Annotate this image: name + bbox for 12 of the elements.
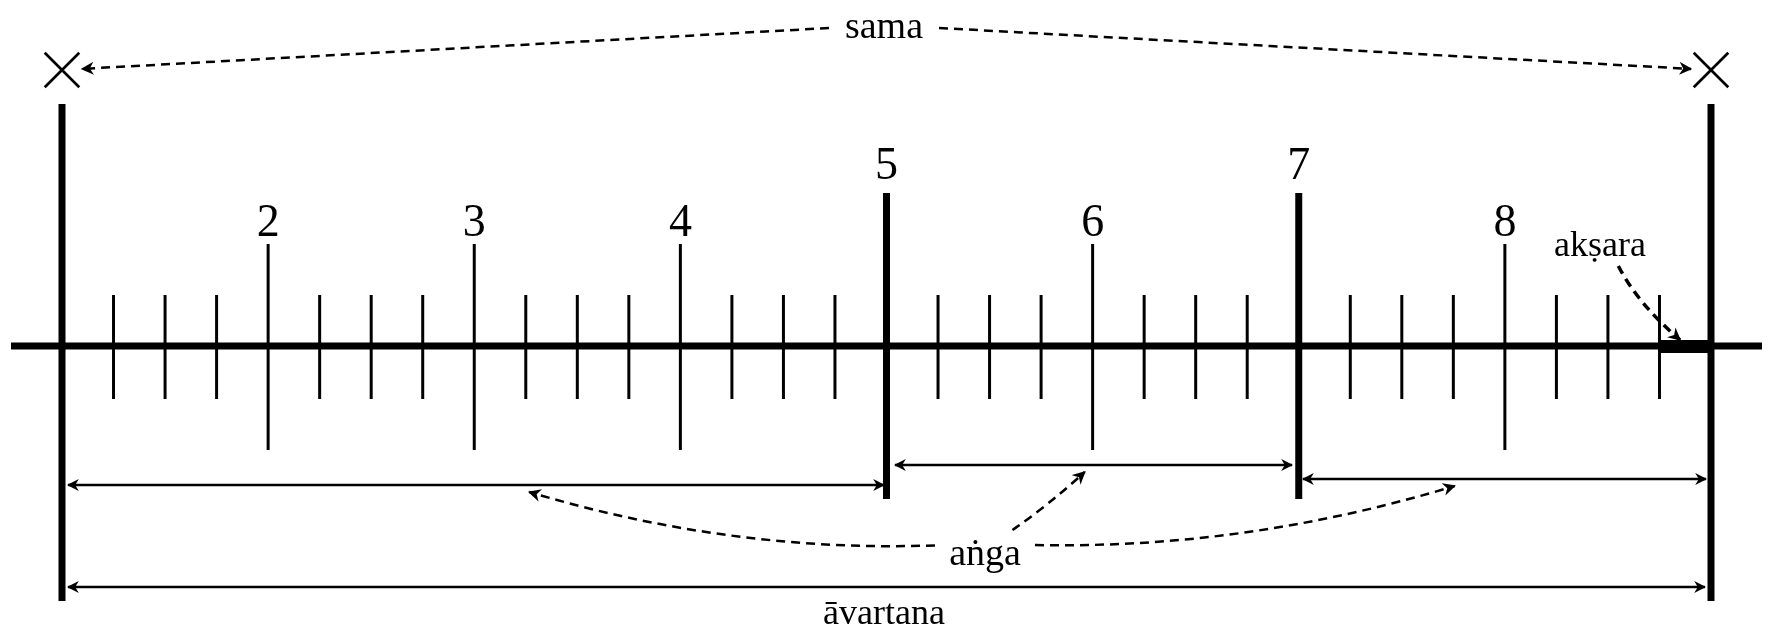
anga-span-line [1303,472,1706,486]
dashed-arrow [1035,483,1456,547]
anga-span-line [895,458,1292,472]
dashed-arrow [938,26,1693,75]
akshara-bar [1660,340,1711,353]
cross-mark [42,50,82,90]
dashed-arrow [80,26,830,75]
dashed-arrow [527,488,936,548]
anga-span-line [68,478,884,492]
cross-mark [1691,50,1731,90]
dashed-arrow [1011,471,1086,532]
dashed-arrow [1616,265,1682,342]
